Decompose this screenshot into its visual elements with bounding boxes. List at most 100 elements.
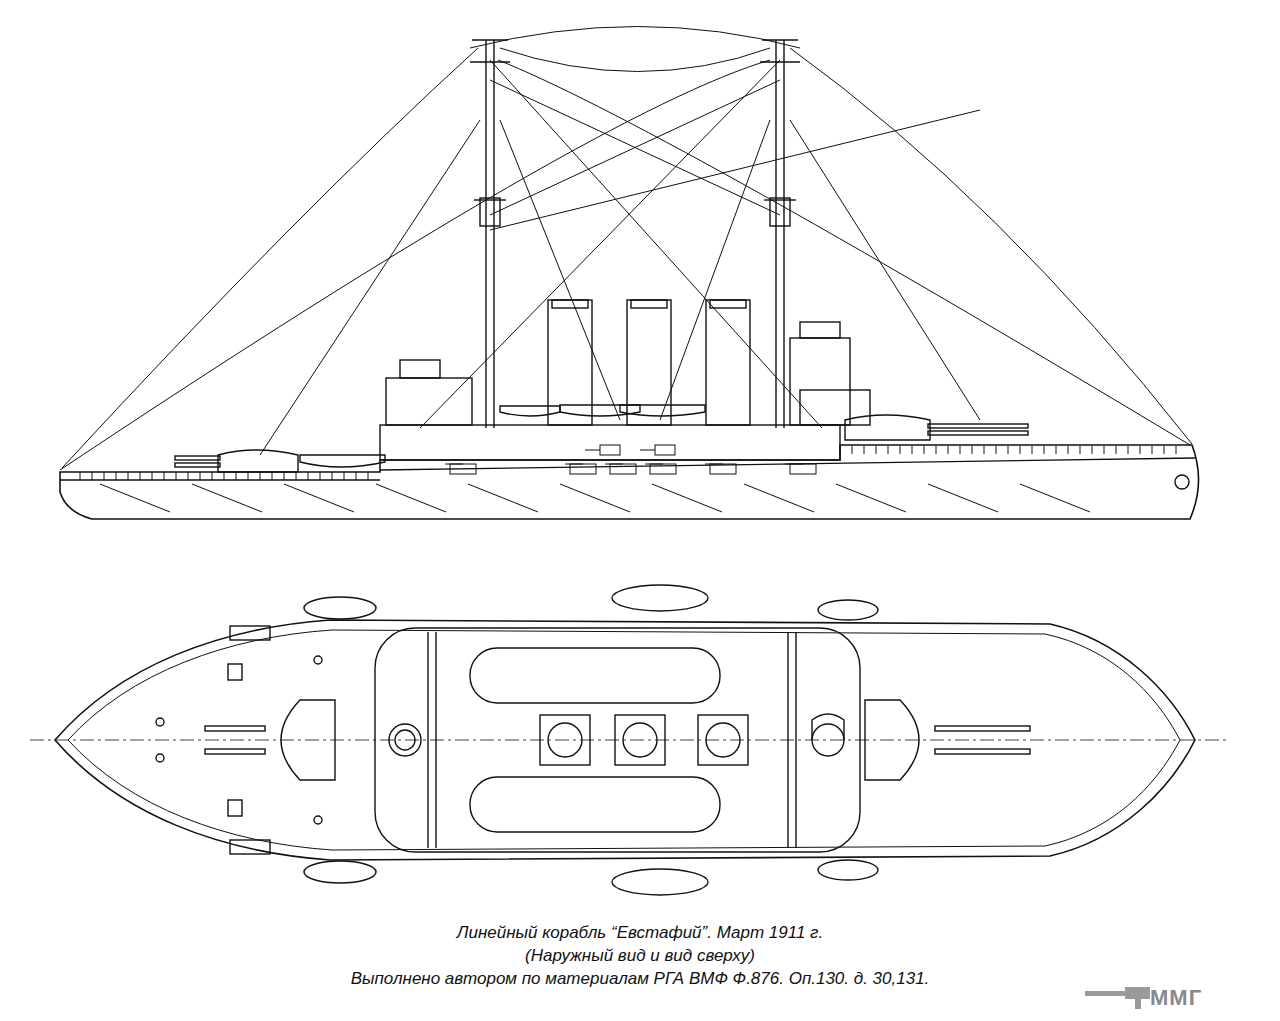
hull-line bbox=[984, 446, 985, 454]
masts bbox=[470, 40, 800, 428]
hull-line bbox=[1152, 446, 1153, 454]
hull-line bbox=[560, 484, 630, 512]
watermark-icon bbox=[1085, 987, 1150, 1009]
hull-line bbox=[176, 472, 177, 480]
hull-line bbox=[785, 464, 803, 465]
hull-line bbox=[368, 472, 369, 480]
rigging bbox=[60, 27, 1192, 471]
hull-line bbox=[645, 464, 663, 465]
hull-line bbox=[164, 472, 165, 480]
hull-detail bbox=[80, 445, 1176, 512]
hull-line bbox=[744, 484, 814, 512]
hull-line bbox=[100, 484, 170, 512]
hull-line bbox=[320, 472, 321, 480]
hull-line bbox=[284, 472, 285, 480]
funnels bbox=[548, 300, 750, 425]
hull-line bbox=[972, 446, 973, 454]
hull-line bbox=[468, 484, 538, 512]
hull-line bbox=[1020, 446, 1021, 454]
hull-line bbox=[80, 472, 81, 480]
hull-line bbox=[332, 472, 333, 480]
hull-line bbox=[1116, 446, 1117, 454]
caption-line: Выполнено автором по материалам РГА ВМФ … bbox=[351, 968, 930, 989]
hull-line bbox=[128, 472, 129, 480]
hull-line bbox=[1164, 446, 1165, 454]
casemate bbox=[655, 445, 675, 455]
caption-line: (Наружный вид и вид сверху) bbox=[525, 945, 755, 966]
hull-line bbox=[705, 464, 723, 465]
hull-line bbox=[212, 472, 213, 480]
main-turrets bbox=[175, 415, 1028, 472]
hull-line bbox=[876, 446, 877, 454]
hull-line bbox=[852, 446, 853, 454]
hull-line bbox=[936, 446, 937, 454]
hull-line bbox=[356, 472, 357, 480]
hull-line bbox=[900, 446, 901, 454]
hull-line bbox=[1008, 446, 1009, 454]
hull-line bbox=[888, 446, 889, 454]
hull-line bbox=[445, 464, 463, 465]
casemate bbox=[570, 464, 596, 474]
superstructure bbox=[300, 322, 870, 467]
hull-line bbox=[104, 472, 105, 480]
hull-line bbox=[248, 472, 249, 480]
hull-line bbox=[912, 446, 913, 454]
top-view bbox=[30, 585, 1230, 895]
hull-line bbox=[308, 472, 309, 480]
casemate bbox=[610, 464, 636, 474]
hull-line bbox=[344, 472, 345, 480]
hull-line bbox=[1044, 446, 1045, 454]
casemate bbox=[450, 464, 476, 474]
hull-line bbox=[200, 472, 201, 480]
hull-line bbox=[996, 446, 997, 454]
hull-line bbox=[1092, 446, 1093, 454]
hull-line bbox=[836, 484, 906, 512]
casemate bbox=[600, 445, 620, 455]
hull-line bbox=[152, 472, 153, 480]
hull-line bbox=[1020, 484, 1090, 512]
hull-line bbox=[284, 484, 354, 512]
hull-line bbox=[948, 446, 949, 454]
hull-line bbox=[1128, 446, 1129, 454]
hull-line bbox=[116, 472, 117, 480]
hull-line bbox=[188, 472, 189, 480]
hull-line bbox=[605, 464, 623, 465]
hawse-pipe bbox=[1175, 475, 1189, 489]
boat-deck bbox=[470, 648, 720, 703]
watermark: ММГ bbox=[1150, 985, 1202, 1011]
hull-line bbox=[140, 472, 141, 480]
hull-line bbox=[236, 472, 237, 480]
hull-line bbox=[1104, 446, 1105, 454]
hull-line bbox=[260, 472, 261, 480]
hull-line bbox=[928, 484, 998, 512]
hull-line bbox=[1176, 446, 1177, 454]
hull-line bbox=[1068, 446, 1069, 454]
casemate bbox=[710, 464, 736, 474]
hull-line bbox=[1080, 446, 1081, 454]
hull-line bbox=[640, 450, 655, 451]
hull-line bbox=[1032, 446, 1033, 454]
hull-line bbox=[924, 446, 925, 454]
side-view bbox=[60, 27, 1199, 520]
centerline bbox=[30, 740, 1230, 741]
hull-line bbox=[296, 472, 297, 480]
casemate bbox=[790, 464, 816, 474]
hull-line bbox=[960, 446, 961, 454]
hull-line bbox=[840, 446, 841, 454]
hull-line bbox=[585, 450, 600, 451]
hull-line bbox=[1056, 446, 1057, 454]
hull bbox=[60, 445, 1199, 519]
hull-line bbox=[864, 446, 865, 454]
hull-line bbox=[224, 472, 225, 480]
boat-deck bbox=[470, 777, 720, 832]
caption: Линейный корабль “Евстафий”. Март 1911 г… bbox=[457, 922, 823, 943]
deck-line bbox=[380, 458, 1195, 470]
hull-line bbox=[92, 472, 93, 480]
hull-line bbox=[652, 484, 722, 512]
hull-line bbox=[192, 484, 262, 512]
hull-line bbox=[1140, 446, 1141, 454]
hull-line bbox=[565, 464, 583, 465]
hull-line bbox=[376, 484, 446, 512]
casemate bbox=[650, 464, 676, 474]
